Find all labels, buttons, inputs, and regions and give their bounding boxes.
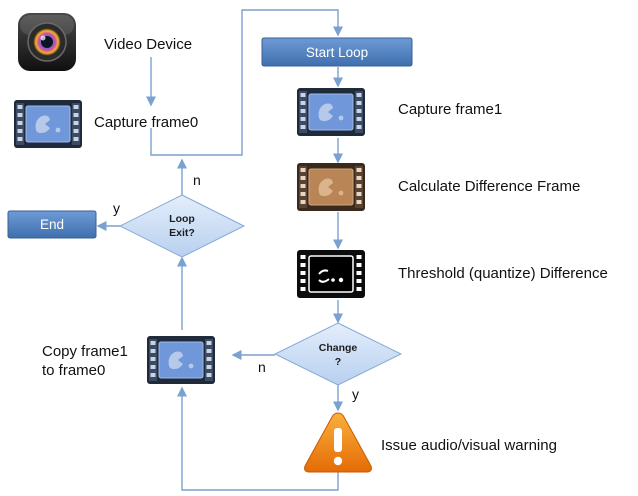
- change-label-line1: Change: [319, 342, 358, 354]
- copy-frame-label-line1: Copy frame1: [42, 343, 128, 360]
- start-loop-label: Start Loop: [306, 45, 368, 60]
- change-decision: Change ?: [273, 322, 403, 386]
- threshold-label: Threshold (quantize) Difference: [398, 265, 608, 282]
- film-frame-icon: [296, 87, 366, 137]
- issue-warning-label: Issue audio/visual warning: [381, 437, 557, 454]
- yes-change-label: y: [352, 386, 359, 402]
- copy-frame-label-line2: to frame0: [42, 362, 105, 379]
- film-frame-icon: [146, 335, 216, 385]
- end-label: End: [40, 217, 64, 232]
- threshold-film-icon: [296, 249, 366, 299]
- loop-exit-label-line1: Loop: [169, 213, 195, 225]
- change-label-line2: ?: [335, 356, 341, 368]
- end-node: End: [7, 210, 97, 239]
- difference-film-icon: [296, 162, 366, 212]
- loop-exit-label-line2: Exit?: [169, 227, 195, 239]
- connectors: [96, 9, 343, 491]
- warning-icon: [304, 412, 372, 473]
- camera-app-icon: [18, 13, 76, 71]
- no-change-label: n: [258, 359, 266, 375]
- film-frame-icon: [13, 99, 83, 149]
- capture-frame1-label: Capture frame1: [398, 101, 502, 118]
- video-device-label: Video Device: [104, 36, 192, 53]
- loop-continue-label: n: [193, 172, 201, 188]
- loop-exit-yes-label: y: [113, 200, 120, 216]
- capture-frame0-label: Capture frame0: [94, 114, 198, 131]
- loop-exit-decision: Loop Exit?: [118, 194, 246, 258]
- calc-difference-label: Calculate Difference Frame: [398, 178, 580, 195]
- start-loop-node: Start Loop: [261, 37, 413, 67]
